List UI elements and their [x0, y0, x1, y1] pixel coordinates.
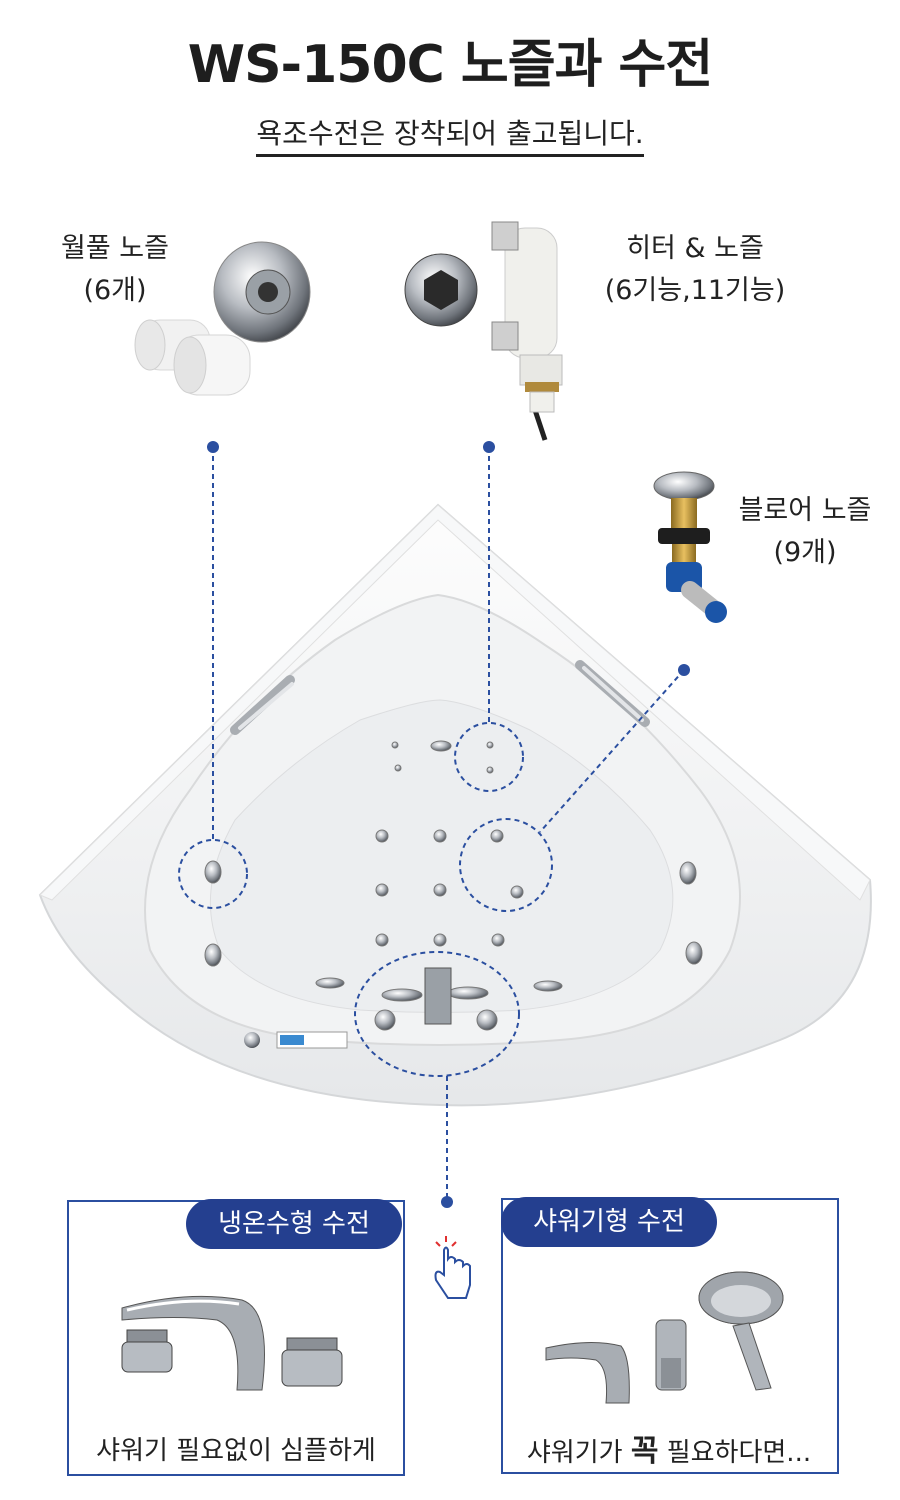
whirlpool-nozzle-icon: [134, 241, 311, 396]
shower-faucet-icon: [545, 1271, 784, 1404]
hot-cold-faucet-icon: [121, 1295, 343, 1391]
heater-name: 히터 & 노즐: [626, 233, 764, 264]
hot-cold-faucet-caption: 샤워기 필요없이 심플하게: [96, 1436, 376, 1466]
shower-faucet-badge: 샤워기형 수전: [501, 1197, 717, 1247]
leader-lines: [212, 447, 685, 1202]
heater-count: (6기능,11기능): [604, 275, 786, 306]
shower-caption-strong: 꼭: [630, 1434, 659, 1469]
whirlpool-label: 월풀 노즐 (6개): [20, 228, 210, 312]
shower-faucet-caption: 샤워기가 꼭 필요하다면...: [501, 1426, 837, 1470]
heater-unit-icon: [491, 221, 563, 441]
pointer-hand-icon: [434, 1236, 471, 1299]
whirlpool-count: (6개): [83, 275, 147, 306]
subtitle-text: 욕조수전은 장착되어 출고됩니다.: [256, 117, 644, 157]
page-title: WS-150C 노즐과 수전: [187, 35, 714, 95]
bathtub-jets: [204, 740, 703, 1031]
shower-caption-pre: 샤워기가: [526, 1438, 631, 1468]
heater-label: 히터 & 노즐 (6기능,11기능): [580, 228, 810, 312]
whirlpool-name: 월풀 노즐: [61, 233, 169, 264]
heater-nozzle-icon: [404, 253, 478, 327]
blower-label: 블로어 노즐 (9개): [715, 490, 895, 574]
leader-dots: [207, 441, 690, 1208]
highlight-circles: [178, 722, 553, 1077]
hot-cold-faucet-badge: 냉온수형 수전: [186, 1199, 402, 1249]
bathtub-body: [38, 503, 872, 1107]
shower-caption-post: 필요하다면...: [658, 1438, 812, 1468]
tub-faucet-icon: [381, 967, 489, 1025]
blower-count: (9개): [773, 537, 837, 568]
blower-name: 블로어 노즐: [738, 495, 872, 526]
blower-nozzle-icon: [653, 471, 727, 623]
page-subtitle: 욕조수전은 장착되어 출고됩니다.: [0, 112, 900, 157]
